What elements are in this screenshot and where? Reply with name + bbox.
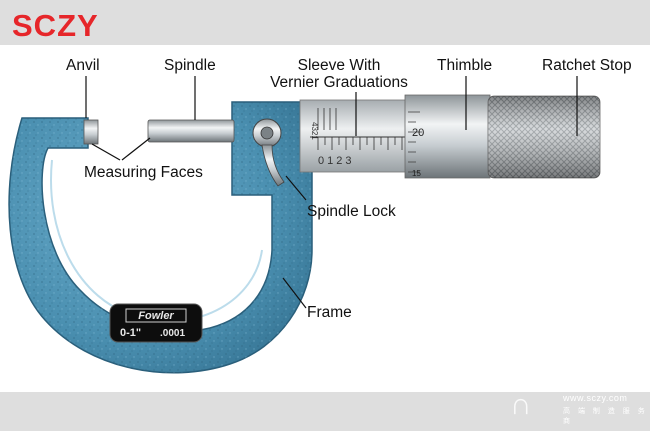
- ratchet-stop-part: [487, 95, 601, 179]
- watermark-url: www.sczy.com: [563, 393, 628, 403]
- label-anvil: Anvil: [66, 57, 100, 74]
- label-ratchet-stop: Ratchet Stop: [542, 57, 632, 74]
- plate-range: 0-1": [120, 327, 141, 339]
- thimble-mark-20: 20: [412, 127, 424, 139]
- thimble-mark-15: 15: [412, 169, 421, 178]
- vernier-digits: 4321: [310, 122, 319, 140]
- watermark-cn: 高 端 制 造 服 务 商: [563, 408, 648, 425]
- header-band: [0, 0, 650, 45]
- model-plate: Fowler 0-1" .0001: [109, 303, 203, 343]
- plate-resolution: .0001: [160, 328, 185, 339]
- label-thimble: Thimble: [437, 57, 493, 74]
- thimble-part: 20 15: [404, 94, 491, 179]
- label-spindle: Spindle: [164, 57, 216, 74]
- label-measuring-faces: Measuring Faces: [84, 164, 203, 181]
- brand-logo: SCZY: [12, 8, 99, 43]
- anvil-part: [83, 119, 99, 145]
- spindle-lock-part: [252, 118, 285, 187]
- spindle-part: [147, 119, 235, 143]
- watermark-logo-icon: ∩: [510, 388, 532, 421]
- footer-band: [0, 392, 650, 431]
- label-spindle-lock: Spindle Lock: [307, 203, 396, 220]
- label-sleeve-line2: Vernier Graduations: [270, 74, 408, 91]
- plate-brand: Fowler: [138, 310, 174, 322]
- sleeve-part: 4321 0123: [299, 99, 411, 173]
- label-frame: Frame: [307, 304, 352, 321]
- leader-lines: [85, 76, 578, 309]
- label-sleeve-line1: Sleeve With: [297, 57, 381, 74]
- sleeve-main-digits: 0123: [318, 155, 354, 167]
